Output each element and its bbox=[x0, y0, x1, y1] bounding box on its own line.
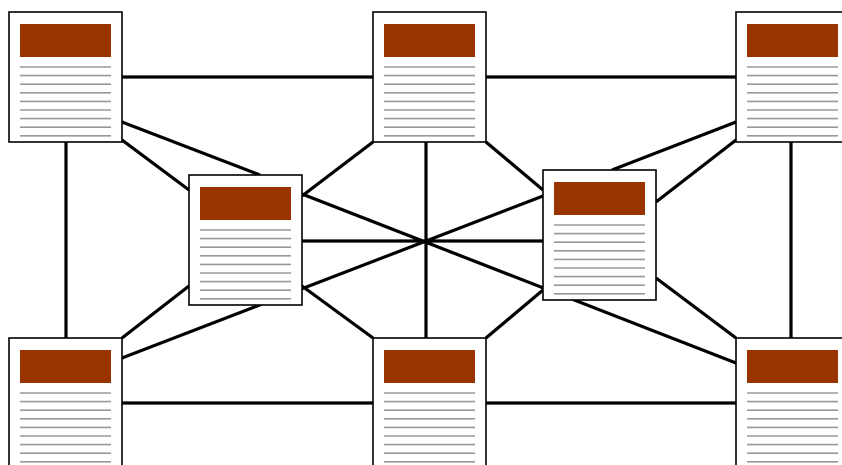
link-top-center-to-mid-right bbox=[484, 140, 545, 192]
link-bottom-center-to-mid-left bbox=[301, 284, 374, 340]
link-mid-left-to-top-right bbox=[611, 120, 737, 172]
page-top-left bbox=[8, 11, 123, 143]
link-top-left-to-mid-right bbox=[121, 120, 261, 177]
page-bottom-left bbox=[8, 337, 123, 465]
page-bottom-center bbox=[372, 337, 487, 465]
link-bottom-right-to-mid-right bbox=[655, 276, 737, 340]
page-top-right bbox=[735, 11, 842, 143]
link-bottom-center-to-mid-right bbox=[484, 288, 545, 340]
pages-layer bbox=[8, 11, 842, 465]
page-header-bar bbox=[747, 24, 838, 57]
page-mid-right bbox=[542, 169, 657, 301]
page-bottom-right bbox=[735, 337, 842, 465]
page-header-bar bbox=[200, 187, 291, 220]
page-header-bar bbox=[20, 350, 111, 383]
page-header-bar bbox=[747, 350, 838, 383]
page-header-bar bbox=[554, 182, 645, 215]
link-top-center-to-mid-left bbox=[301, 140, 374, 198]
page-mid-left bbox=[188, 174, 303, 306]
link-top-left-to-mid-left bbox=[121, 138, 190, 192]
link-top-right-to-mid-right bbox=[655, 138, 737, 204]
page-header-bar bbox=[384, 350, 475, 383]
page-top-center bbox=[372, 11, 487, 143]
page-header-bar bbox=[20, 24, 111, 57]
link-bottom-left-to-mid-right bbox=[121, 194, 544, 360]
links-layer bbox=[64, 75, 793, 405]
link-mid-left-to-bottom-right bbox=[301, 192, 737, 365]
link-bottom-left-to-mid-left bbox=[121, 284, 190, 340]
page-header-bar bbox=[384, 24, 475, 57]
